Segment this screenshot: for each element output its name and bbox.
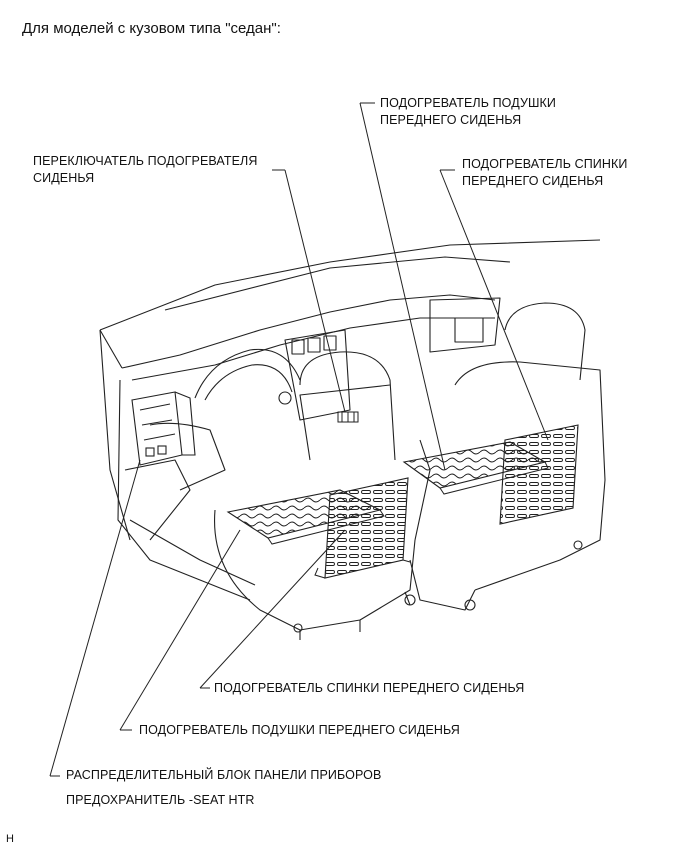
right-seatback-heater xyxy=(499,424,579,525)
right-seat-drawing xyxy=(409,302,606,611)
junction-block-drawing xyxy=(131,391,196,466)
seat-heater-switch-drawing xyxy=(337,411,359,423)
label-fuse: ПРЕДОХРАНИТЕЛЬ -SEAT HTR xyxy=(66,793,255,807)
label-front-seat-cushion-heater-bottom: ПОДОГРЕВАТЕЛЬ ПОДУШКИ ПЕРЕДНЕГО СИДЕНЬЯ xyxy=(139,723,460,737)
leader-lines xyxy=(49,102,549,777)
label-instrument-panel-junction-block: РАСПРЕДЕЛИТЕЛЬНЫЙ БЛОК ПАНЕЛИ ПРИБОРОВ xyxy=(66,768,382,782)
label-front-seat-cushion-heater-top: ПОДОГРЕВАТЕЛЬ ПОДУШКИ ПЕРЕДНЕГО СИДЕНЬЯ xyxy=(380,96,557,127)
label-front-seatback-heater-top: ПОДОГРЕВАТЕЛЬ СПИНКИ ПЕРЕДНЕГО СИДЕНЬЯ xyxy=(462,157,628,188)
label-front-seatback-heater-bottom: ПОДОГРЕВАТЕЛЬ СПИНКИ ПЕРЕДНЕГО СИДЕНЬЯ xyxy=(214,681,525,695)
label-seat-heater-switch: ПЕРЕКЛЮЧАТЕЛЬ ПОДОГРЕВАТЕЛЯ СИДЕНЬЯ xyxy=(33,154,258,185)
page-heading: Для моделей с кузовом типа "седан": xyxy=(22,20,281,37)
figure-code: H xyxy=(6,833,14,845)
